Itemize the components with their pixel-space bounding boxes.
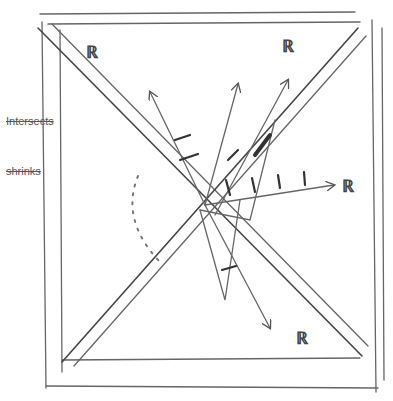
set-label: ℝ [342, 178, 354, 195]
diagonal-line [62, 28, 358, 362]
set-label: ℝ [282, 38, 294, 55]
frame-line [382, 28, 384, 380]
frame-line [46, 386, 378, 388]
tick-mark [278, 175, 280, 188]
frame-line [48, 22, 360, 24]
tick-mark [222, 266, 236, 270]
frame-line [60, 30, 62, 372]
dotted-curve [132, 176, 160, 262]
set-label: ℝ [296, 330, 308, 347]
frame-line [40, 12, 355, 14]
arrow-line [205, 84, 238, 205]
diagonal-line [52, 24, 368, 346]
tick-mark [228, 150, 238, 160]
tick-mark [252, 178, 255, 192]
tick-mark [255, 135, 270, 155]
frame-line [372, 20, 376, 392]
arrow-line [205, 205, 270, 328]
arrow-line [150, 92, 205, 205]
tick-mark [180, 154, 198, 160]
sketch-line [200, 120, 275, 220]
frame-line [42, 22, 46, 388]
frame-line [62, 358, 360, 360]
tick-mark [226, 180, 230, 195]
struck-note: shrinks [6, 166, 41, 177]
arrow-line [215, 80, 288, 215]
tick-mark [175, 135, 190, 140]
tick-mark [304, 172, 305, 185]
diagonal-line [74, 36, 366, 366]
sketch-line [200, 200, 240, 300]
struck-note: Intersects [6, 116, 54, 127]
set-label: ℝ [86, 44, 98, 61]
arrow-line [205, 185, 334, 205]
